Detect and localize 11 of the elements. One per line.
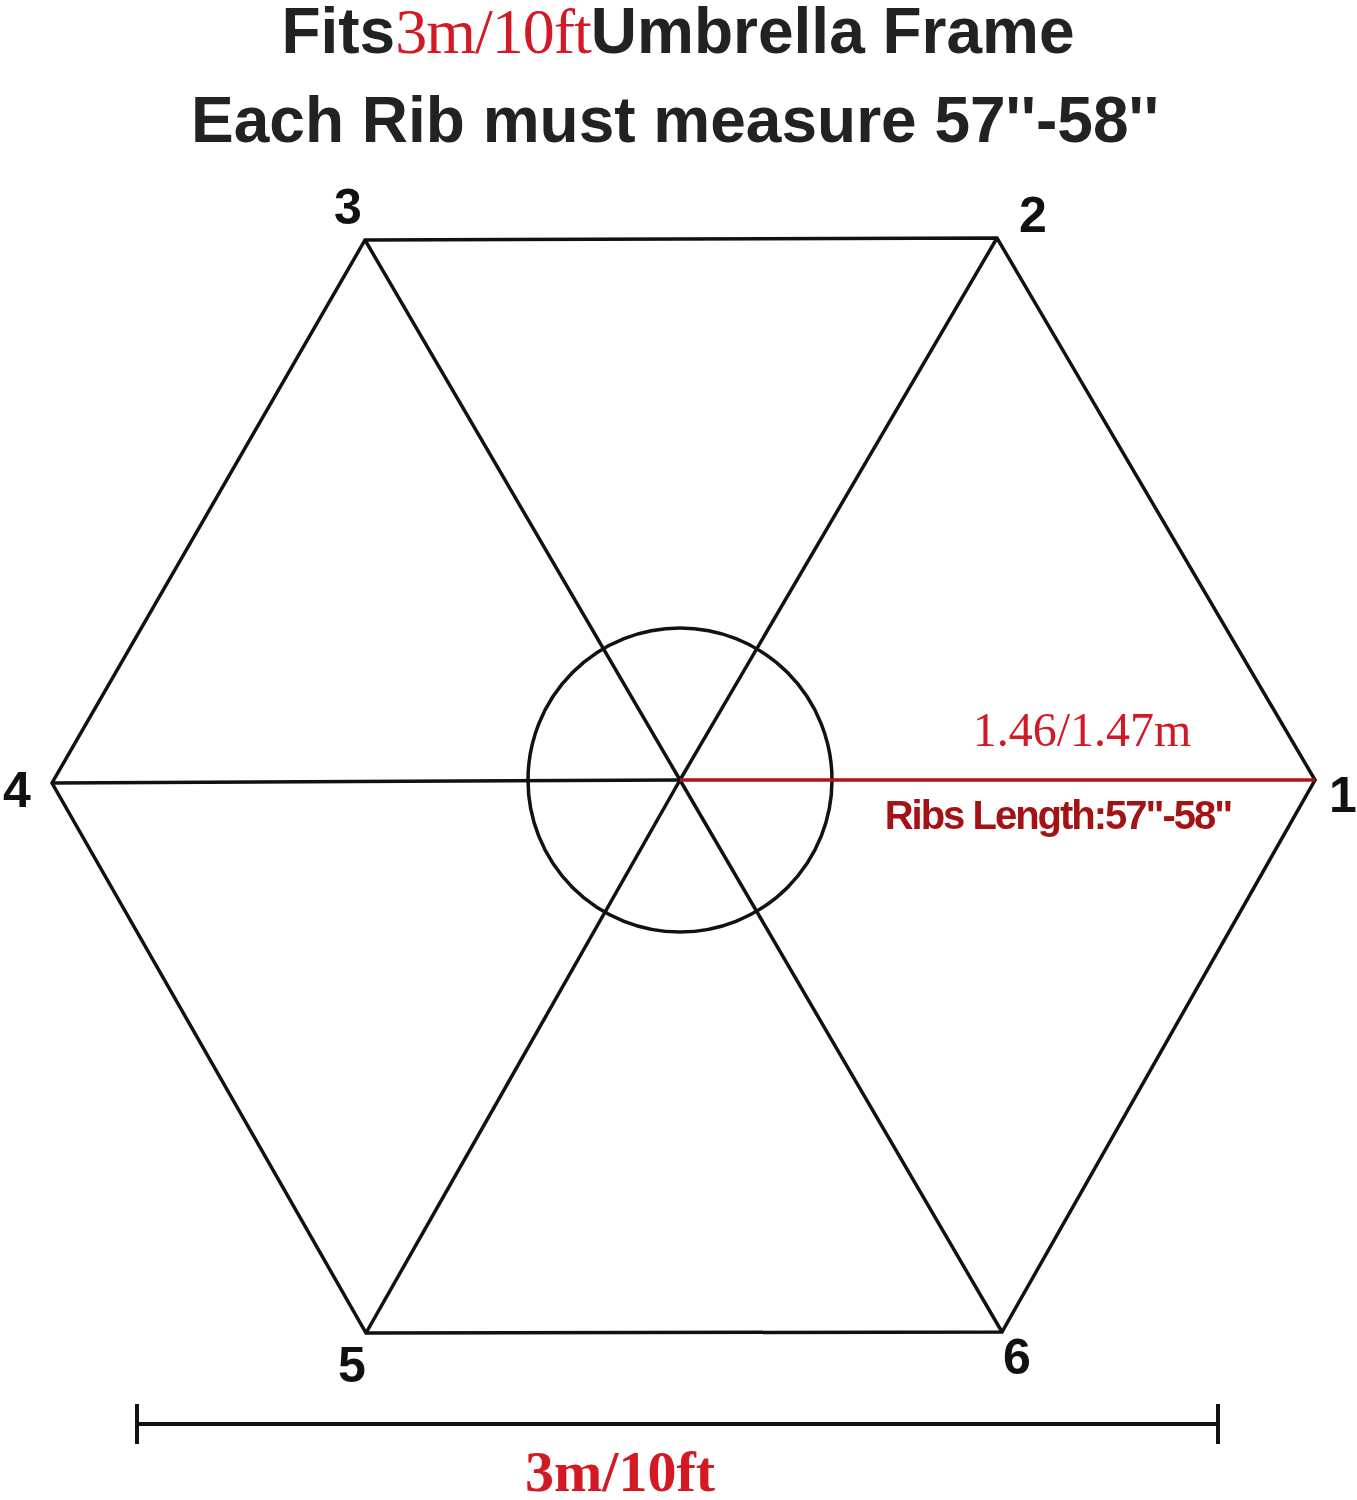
- vertex-number: 4: [3, 762, 31, 818]
- title: Fits3m/10ftUmbrella Frame: [281, 0, 1075, 68]
- vertex-number: 3: [334, 179, 362, 235]
- dimension-label: Ribs Length:57"-58": [884, 793, 1232, 837]
- vertex-number: 1: [1329, 767, 1357, 823]
- dimension-label: 1.46/1.47m: [972, 703, 1192, 757]
- vertex-number: 6: [1003, 1329, 1031, 1385]
- subtitle: Each Rib must measure 57''-58'': [191, 84, 1159, 156]
- vertex-number: 5: [338, 1337, 366, 1393]
- vertex-number: 2: [1019, 187, 1047, 243]
- dimension-label: 3m/10ft: [524, 1440, 716, 1500]
